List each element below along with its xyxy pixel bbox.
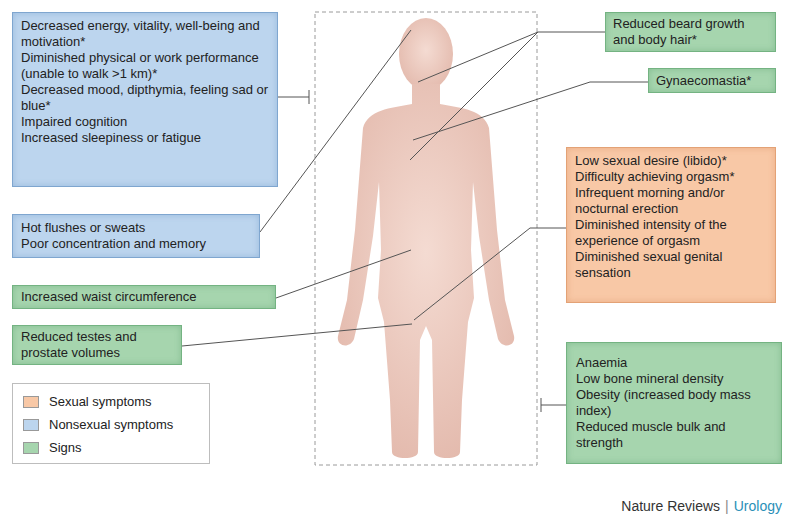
legend-row: Sexual symptoms	[23, 390, 199, 413]
item-text: Reduced beard growth and body hair*	[613, 16, 768, 48]
item-text: Hot flushes or sweats	[21, 220, 251, 236]
item-text: Reduced muscle bulk and strength	[576, 419, 772, 451]
symptom-box: AnaemiaLow bone mineral densityObesity (…	[566, 342, 782, 464]
item-text: Anaemia	[576, 355, 772, 371]
leader-line	[418, 32, 605, 82]
legend-text: Signs	[49, 440, 82, 456]
legend-swatch	[23, 419, 39, 431]
item-text: Poor concentration and memory	[21, 236, 251, 252]
item-text: Reduced testes and prostate volumes	[21, 329, 173, 361]
symptom-box: Gynaecomastia*	[648, 68, 776, 93]
symptom-box: Reduced beard growth and body hair*	[605, 12, 776, 52]
legend-row: Nonsexual symptoms	[23, 413, 199, 436]
footer-credit: Nature Reviews | Urology	[621, 497, 782, 515]
item-text: Diminished physical or work performance …	[21, 50, 269, 82]
credit-text: Nature Reviews	[621, 497, 720, 515]
leader-line	[260, 30, 411, 232]
leader-line	[276, 250, 411, 298]
symptom-box: Low sexual desire (libido)*Difficulty ac…	[566, 147, 776, 303]
legend-row: Signs	[23, 436, 199, 459]
symptom-box: Decreased energy, vitality, well-being a…	[12, 12, 278, 187]
item-text: Low bone mineral density	[576, 371, 772, 387]
symptom-box: Increased waist circumference	[12, 285, 276, 309]
item-text: Increased waist circumference	[21, 289, 267, 305]
legend-swatch	[23, 396, 39, 408]
leader-line	[541, 405, 566, 406]
legend-box: Sexual symptomsNonsexual symptomsSigns	[12, 383, 210, 464]
item-text: Gynaecomastia*	[656, 73, 768, 89]
body-silhouette	[338, 84, 514, 458]
item-text: Diminished sexual genital sensation	[575, 249, 767, 281]
item-text: Difficulty achieving orgasm*	[575, 169, 767, 185]
legend-text: Nonsexual symptoms	[49, 417, 173, 433]
item-text: Impaired cognition	[21, 114, 269, 130]
item-text: Diminished intensity of the experience o…	[575, 217, 767, 249]
leader-line	[410, 32, 538, 160]
item-text: Decreased energy, vitality, well-being a…	[21, 18, 269, 50]
item-text: Decreased mood, dipthymia, feeling sad o…	[21, 82, 269, 114]
bracket-tick	[541, 398, 542, 412]
leader-line	[413, 82, 648, 140]
leader-line	[414, 228, 566, 320]
legend-swatch	[23, 442, 39, 454]
symptom-box: Reduced testes and prostate volumes	[12, 325, 182, 365]
bracket-tick	[309, 90, 310, 104]
item-text: Increased sleepiness or fatigue	[21, 130, 269, 146]
dashed-frame	[315, 12, 537, 465]
credit-text: |	[725, 497, 729, 515]
item-text: Low sexual desire (libido)*	[575, 153, 767, 169]
credit-text: Urology	[734, 497, 782, 515]
leader-line	[182, 324, 412, 346]
item-text: Infrequent morning and/or nocturnal erec…	[575, 185, 767, 217]
leader-line	[278, 97, 309, 98]
item-text: Obesity (increased body mass index)	[576, 387, 772, 419]
legend-text: Sexual symptoms	[49, 394, 152, 410]
symptom-box: Hot flushes or sweatsPoor concentration …	[12, 214, 260, 258]
